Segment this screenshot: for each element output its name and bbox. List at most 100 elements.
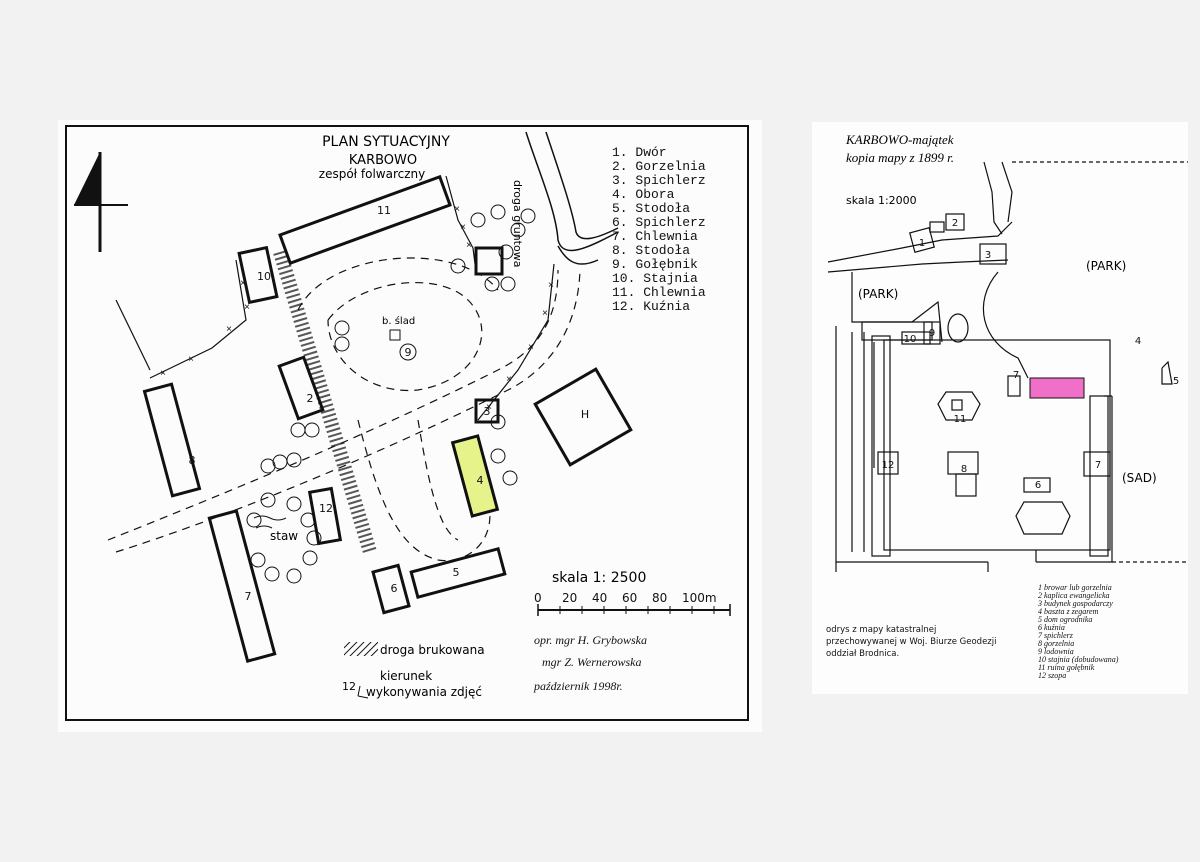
label-h: H (581, 408, 589, 421)
legend-item-8: 8. Stodoła (612, 243, 690, 258)
building-12 (307, 486, 343, 546)
svg-text:3 budynek gospodarczy: 3 budynek gospodarczy (1037, 599, 1113, 608)
photo-direction-icon (357, 685, 369, 699)
label-7: 7 (245, 590, 252, 603)
svg-text:4 baszta z zegarem: 4 baszta z zegarem (1038, 607, 1099, 616)
svg-text:×: × (240, 279, 246, 290)
left-map-sheet: PLAN SYTUACYJNY KARBOWO zespół folwarczn… (58, 120, 762, 732)
park-label-left: (PARK) (858, 287, 898, 301)
svg-text:przechowywanej w Woj. Biurze G: przechowywanej w Woj. Biurze Geodezji (826, 637, 997, 647)
site-plan-drawing: PLAN SYTUACYJNY KARBOWO zespół folwarczn… (65, 125, 749, 721)
building-11 (278, 174, 452, 266)
photo-direction-label-1: kierunek (380, 669, 432, 683)
building-legend: 1. Dwór 2. Gorzelnia 3. Spichlerz 4. Obo… (612, 145, 706, 314)
author-line-3: październik 1998r. (533, 679, 623, 693)
scale-ticks: 0 20 40 60 80 100m (534, 591, 717, 605)
svg-text:×: × (542, 309, 548, 320)
svg-text:×: × (454, 205, 460, 216)
label-6: 6 (391, 582, 398, 595)
historic-map-scale: skala 1:2000 (846, 194, 917, 207)
svg-text:0: 0 (534, 591, 542, 605)
svg-text:×: × (548, 281, 554, 292)
svg-text:5: 5 (1173, 376, 1179, 387)
legend-item-3: 3. Spichlerz (612, 173, 706, 188)
author-signature: opr. mgr H. Grybowska mgr Z. Wernerowska… (533, 633, 647, 693)
svg-text:6 kuźnia: 6 kuźnia (1038, 623, 1065, 632)
label-12: 12 (319, 502, 333, 515)
buildings (142, 174, 633, 663)
svg-text:80: 80 (652, 591, 667, 605)
legend-item-10: 10. Stajnia (612, 271, 698, 286)
svg-text:odrys z mapy katastralnej: odrys z mapy katastralnej (826, 625, 936, 635)
photo-direction-number: 12 (342, 680, 356, 693)
svg-text:×: × (528, 343, 534, 354)
svg-text:1: 1 (919, 238, 925, 249)
svg-text:7: 7 (1095, 460, 1101, 471)
svg-text:1 browar lub gorzelnia: 1 browar lub gorzelnia (1038, 583, 1112, 592)
building-5 (409, 546, 507, 600)
legend-item-12: 12. Kuźnia (612, 299, 690, 314)
manor-building-h (533, 367, 633, 467)
source-note: odrys z mapy katastralnej przechowywanej… (826, 625, 997, 659)
building-8 (142, 382, 202, 498)
legend-item-9: 9. Gołębnik (612, 257, 698, 272)
svg-text:oddział Brodnica.: oddział Brodnica. (826, 649, 899, 659)
label-2: 2 (307, 392, 314, 405)
pond-label: staw (270, 529, 298, 543)
legend-item-1: 1. Dwór (612, 145, 667, 160)
scale-bar (537, 604, 731, 616)
svg-text:12: 12 (882, 460, 895, 471)
author-line-1: opr. mgr H. Grybowska (534, 633, 647, 647)
map-frame (65, 125, 749, 721)
dirt-road-label: droga gruntowa (511, 180, 524, 267)
svg-text:2: 2 (952, 218, 958, 229)
building-7 (207, 509, 277, 663)
svg-text:4: 4 (1135, 336, 1141, 347)
legend-item-4: 4. Obora (612, 187, 675, 202)
svg-text:60: 60 (622, 591, 637, 605)
svg-text:7: 7 (1013, 370, 1019, 381)
label-3: 3 (484, 405, 491, 418)
legend-item-2: 2. Gorzelnia (612, 159, 706, 174)
label-8: 8 (189, 454, 196, 467)
svg-text:×: × (506, 375, 512, 386)
building-highlighted-pink (1029, 377, 1085, 399)
svg-text:9 lodownia: 9 lodownia (1038, 647, 1074, 656)
legend-item-6: 6. Spichlerz (612, 215, 706, 230)
svg-text:11 ruina gołębnik: 11 ruina gołębnik (1038, 663, 1095, 672)
svg-text:×: × (466, 241, 472, 252)
fence-lines (115, 175, 555, 421)
svg-text:8 gorzelnia: 8 gorzelnia (1038, 639, 1074, 648)
svg-text:×: × (226, 325, 232, 336)
author-line-2: mgr Z. Wernerowska (542, 655, 641, 669)
svg-text:100m: 100m (682, 591, 717, 605)
svg-text:40: 40 (592, 591, 607, 605)
legend-item-7: 7. Chlewnia (612, 229, 698, 244)
north-arrow-icon (74, 152, 128, 252)
building-10 (237, 245, 279, 305)
svg-text:×: × (160, 369, 166, 380)
svg-text:7 spichlerz: 7 spichlerz (1038, 631, 1074, 640)
park-label-right: (PARK) (1086, 259, 1126, 273)
building-labels: 2 3 4 5 6 7 8 9 10 11 12 H (189, 204, 590, 603)
label-11: 11 (377, 204, 391, 217)
building-6 (371, 563, 411, 615)
paved-road-key-icon (344, 642, 378, 656)
svg-text:10 stajnia (dobudowana): 10 stajnia (dobudowana) (1038, 655, 1119, 664)
building-3 (474, 398, 500, 424)
svg-text:9: 9 (929, 328, 935, 339)
svg-text:10: 10 (904, 334, 917, 345)
label-9: 9 (405, 346, 412, 359)
right-map-sheet: KARBOWO-majątek kopia mapy z 1899 r. ska… (812, 122, 1188, 694)
svg-text:×: × (486, 403, 492, 414)
legend-item-11: 11. Chlewnia (612, 285, 706, 300)
building-4-highlighted (450, 434, 500, 518)
svg-text:8: 8 (961, 464, 967, 475)
svg-text:2 kaplica ewangelicka: 2 kaplica ewangelicka (1038, 591, 1110, 600)
svg-text:3: 3 (985, 250, 991, 261)
historic-legend: 1 browar lub gorzelnia 2 kaplica ewangel… (1037, 583, 1119, 680)
svg-text:6: 6 (1035, 480, 1041, 491)
svg-text:12 szopa: 12 szopa (1038, 671, 1066, 680)
building-2 (277, 355, 325, 421)
tree-symbols (246, 204, 536, 584)
